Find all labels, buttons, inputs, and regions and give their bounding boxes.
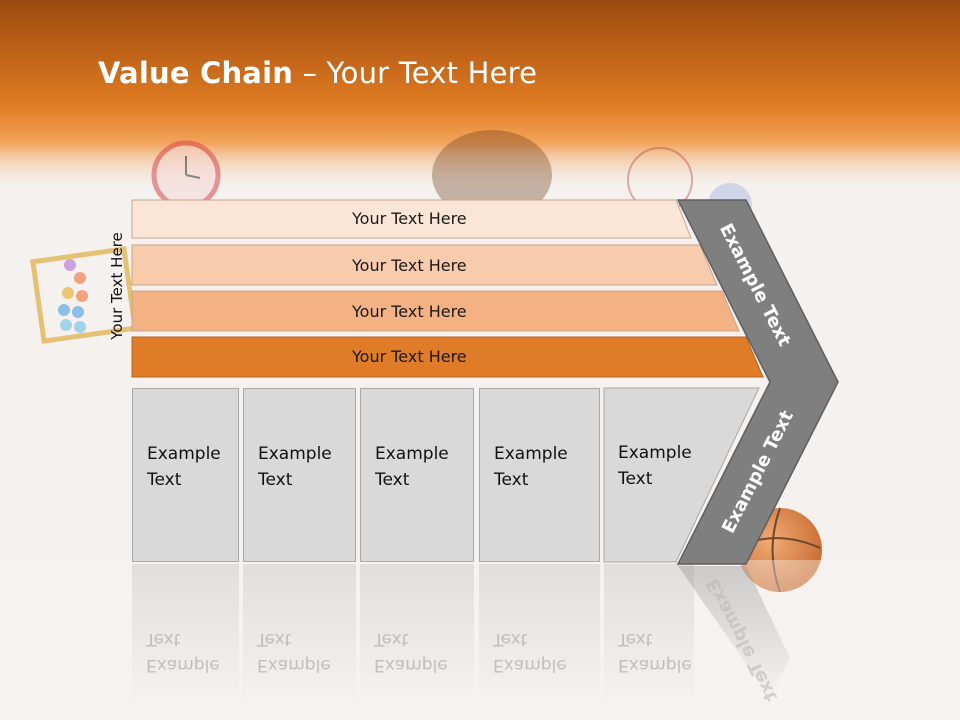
support-row-2-label: Your Text Here <box>352 256 467 275</box>
support-row-1-shape <box>131 199 692 239</box>
activity-box-2[interactable]: Example Text <box>243 388 356 562</box>
reflection-text-4: Example Text <box>493 629 567 675</box>
activity-box-4-reflection: Example Text <box>479 564 600 704</box>
support-row-4-label: Your Text Here <box>352 347 467 366</box>
activity-box-2-label: Example Text <box>258 444 332 490</box>
support-row-4-shape <box>131 336 764 378</box>
reflection-text-3: Example Text <box>374 629 448 675</box>
activity-box-5-shape <box>603 387 760 563</box>
support-row-3-label: Your Text Here <box>352 302 467 321</box>
activity-box-5[interactable]: Example Text <box>604 388 724 562</box>
activity-box-3[interactable]: Example Text <box>360 388 474 562</box>
activity-box-4-label: Example Text <box>494 444 568 490</box>
slide-title: Value Chain – Your Text Here <box>98 56 537 90</box>
activity-box-1[interactable]: Example Text <box>132 388 239 562</box>
support-row-1[interactable]: Your Text Here <box>131 199 692 239</box>
support-row-3[interactable]: Your Text Here <box>131 290 740 332</box>
activity-box-3-reflection: Example Text <box>360 564 474 704</box>
reflection-text-2: Example Text <box>257 629 331 675</box>
margin-chevron[interactable] <box>670 198 845 698</box>
clock-decoration <box>151 140 221 210</box>
activity-box-2-reflection: Example Text <box>243 564 356 704</box>
support-row-4[interactable]: Your Text Here <box>131 336 764 378</box>
slide-title-bold: Value Chain <box>98 56 294 90</box>
reflection-text-5: Example Text <box>618 629 692 675</box>
support-row-2[interactable]: Your Text Here <box>131 244 718 286</box>
slide-title-rest: – Your Text Here <box>293 56 538 90</box>
activity-box-3-label: Example Text <box>375 444 449 490</box>
support-row-1-label: Your Text Here <box>352 209 467 228</box>
support-row-2-shape <box>131 244 718 286</box>
activity-box-1-label: Example Text <box>147 444 221 490</box>
abacus-decoration <box>30 246 138 344</box>
side-label: Your Text Here <box>108 232 126 340</box>
support-row-3-shape <box>131 290 740 332</box>
face-decoration <box>432 130 552 220</box>
activity-box-1-reflection: Example Text <box>132 564 239 704</box>
activity-box-5-label: Example Text <box>618 443 692 489</box>
activity-box-4[interactable]: Example Text <box>479 388 600 562</box>
activity-box-5-reflection: Example Text <box>604 564 694 704</box>
reflection-text-1: Example Text <box>146 629 220 675</box>
